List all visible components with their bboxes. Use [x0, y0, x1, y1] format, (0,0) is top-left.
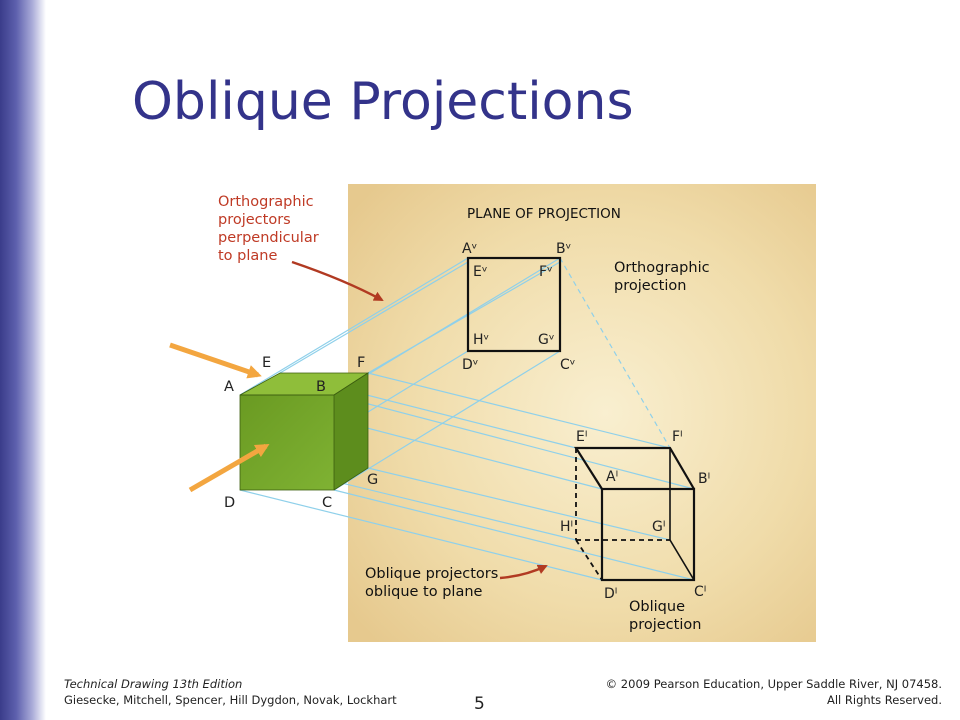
slide-title: Oblique Projections	[132, 72, 634, 132]
label-Gv: Gᵛ	[538, 332, 555, 348]
label-A: A	[224, 379, 234, 395]
oblique-labels: Eᴵ Fᴵ Aᴵ Bᴵ Hᴵ Gᴵ Dᴵ Cᴵ	[560, 429, 710, 602]
plane-label: PLANE OF PROJECTION	[467, 206, 621, 222]
dashed-connector	[559, 257, 671, 449]
cube-labels: E F A B G D C	[224, 355, 378, 511]
red-arrow-ortho	[291, 260, 384, 302]
note-line: to plane	[218, 248, 277, 264]
object-cube	[239, 372, 370, 491]
ortho-labels: Aᵛ Bᵛ Eᵛ Fᵛ Hᵛ Gᵛ Dᵛ Cᵛ	[462, 241, 576, 373]
ortho-projectors-note: Orthographic projectors perpendicular to…	[218, 194, 319, 264]
plane-of-projection	[348, 184, 816, 642]
label-Dv: Dᵛ	[462, 357, 479, 373]
label-C: C	[322, 495, 332, 511]
oblique-projectors-note: Oblique projectors oblique to plane	[365, 566, 498, 600]
slide-number: 5	[474, 694, 485, 714]
label-Co: Cᴵ	[694, 584, 706, 600]
oblique-cube	[573, 446, 696, 582]
note-line: projectors	[218, 212, 291, 228]
label-F: F	[357, 355, 365, 371]
side-gradient-bar	[0, 0, 46, 720]
note-line: oblique to plane	[365, 584, 483, 600]
label-Fo: Fᴵ	[672, 429, 683, 445]
label-Bv: Bᵛ	[556, 241, 571, 257]
label-Go: Gᴵ	[652, 519, 665, 535]
note-line: perpendicular	[218, 230, 319, 246]
label-Ho: Hᴵ	[560, 519, 573, 535]
label-D: D	[224, 495, 235, 511]
copyright: © 2009 Pearson Education, Upper Saddle R…	[605, 677, 942, 691]
footer-left: Technical Drawing 13th Edition Giesecke,…	[64, 676, 397, 708]
note-line: Orthographic	[218, 194, 314, 210]
label-E: E	[262, 355, 271, 371]
label-Ao: Aᴵ	[606, 469, 618, 485]
label-Eo: Eᴵ	[576, 429, 587, 445]
note-line: projection	[629, 617, 701, 633]
book-title: Technical Drawing 13th Edition	[64, 677, 243, 691]
note-line: projection	[614, 278, 686, 294]
note-line: Orthographic	[614, 260, 710, 276]
orange-arrow-top	[169, 342, 262, 379]
oblique-projection-note: Oblique projection	[629, 599, 701, 633]
note-line: Oblique	[629, 599, 685, 615]
authors: Giesecke, Mitchell, Spencer, Hill Dygdon…	[64, 693, 397, 707]
label-Hv: Hᵛ	[473, 332, 489, 348]
rights: All Rights Reserved.	[826, 693, 942, 707]
red-arrow-oblique	[499, 564, 548, 580]
label-Av: Aᵛ	[462, 241, 477, 257]
label-Fv: Fᵛ	[539, 264, 553, 280]
orthographic-square	[466, 256, 562, 353]
orange-arrow-bottom	[188, 443, 270, 493]
label-Cv: Cᵛ	[560, 357, 576, 373]
label-B: B	[316, 379, 326, 395]
note-line: Oblique projectors	[365, 566, 498, 582]
label-Ev: Eᵛ	[473, 264, 488, 280]
ortho-projection-note: Orthographic projection	[614, 260, 710, 294]
label-Do: Dᴵ	[604, 586, 617, 602]
footer-right: © 2009 Pearson Education, Upper Saddle R…	[606, 676, 942, 708]
label-G: G	[367, 472, 378, 488]
label-Bo: Bᴵ	[698, 471, 710, 487]
